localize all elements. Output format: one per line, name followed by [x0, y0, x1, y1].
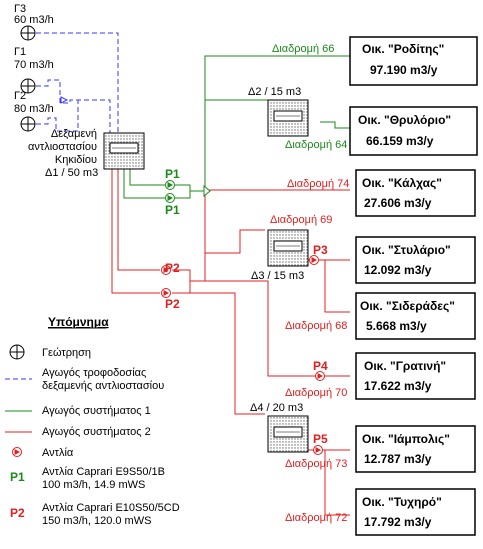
tank-d2: Δ2 / 15 m3 [248, 86, 309, 137]
tank-label: Δ4 / 20 m3 [250, 402, 303, 414]
route-label: Διαδρομή 73 [285, 458, 347, 470]
route-label: Διαδρομή 74 [287, 178, 349, 190]
settlement-box-stylario: Οικ. "Στυλάριο" 12.092 m3/y [355, 236, 476, 284]
legend-system1: Αγωγός συστήματος 1 [42, 405, 151, 417]
pump-label: P2 [165, 297, 180, 311]
settlement-name: Οικ. "Ροδίτης" [362, 42, 444, 56]
valve-icon [203, 184, 211, 198]
borehole-flow: 80 m3/h [14, 103, 54, 115]
pump-icon [165, 193, 175, 203]
route-label: Διαδρομή 72 [285, 512, 347, 524]
legend-p2-key: P2 [10, 506, 25, 520]
settlement-value: 27.606 m3/y [364, 196, 432, 210]
pump-label: P5 [313, 432, 328, 446]
settlement-box-kalchas: Οικ. "Κάλχας" 27.606 m3/y [355, 169, 476, 217]
legend-system2: Αγωγός συστήματος 2 [42, 426, 151, 438]
main-tank-label: Δεξαμενή [51, 128, 97, 140]
legend: Υπόμνημα Γεώτρηση Αγωγός τροφοδοσίας δεξ… [5, 315, 180, 527]
route-label: Διαδρομή 68 [285, 320, 347, 332]
valve-icon [60, 96, 69, 104]
settlement-name: Οικ. "Θρυλόριο" [358, 113, 451, 127]
main-tank-label: αντλιοστασίου [28, 141, 97, 153]
main-tank-d1: Δεξαμενή αντλιοστασίου Κηκιδίου Δ1 / 50 … [28, 128, 145, 179]
settlement-value: 97.190 m3/y [370, 63, 438, 77]
settlement-value: 17.622 m3/y [364, 379, 432, 393]
borehole-icon [9, 344, 25, 360]
legend-feed-2: δεξαμενής αντλιοστασίου [42, 380, 164, 392]
pump-icon [315, 371, 325, 381]
settlement-box-iampolis: Οικ. "Ιάμπολις" 12.787 m3/y [355, 425, 476, 473]
settlement-value: 17.792 m3/y [364, 515, 432, 529]
borehole-name: Γ1 [14, 46, 26, 58]
tank-d4: Δ4 / 20 m3 [250, 402, 309, 453]
main-tank-label: Κηκιδίου [55, 154, 97, 166]
legend-p1-model: Αντλία Caprari E9S50/1B [42, 466, 165, 478]
route-label: Διαδρομή 70 [285, 387, 347, 399]
settlement-name: Οικ. "Γρατινή" [364, 359, 446, 373]
settlement-value: 12.787 m3/y [364, 452, 432, 466]
settlement-box-sideradhes: Οικ. "Σιδεράδες" 5.668 m3/y [355, 292, 476, 340]
settlement-box-thrylorio: Οικ. "Θρυλόριο" 66.159 m3/y [349, 106, 478, 156]
settlement-name: Οικ. "Στυλάριο" [362, 243, 451, 257]
route-label: Διαδρομή 69 [270, 214, 332, 226]
pump-icon [309, 255, 319, 265]
borehole-flow: 70 m3/h [14, 59, 54, 71]
settlement-value: 12.092 m3/y [364, 263, 432, 277]
borehole-name: Γ3 [14, 3, 26, 15]
pump-icon [12, 447, 22, 457]
borehole-g3: Γ3 60 m3/h [14, 3, 54, 41]
pump-icon [161, 265, 171, 275]
pump-icon [165, 180, 175, 190]
system2-lines [111, 168, 350, 516]
pump-label: P3 [313, 243, 328, 257]
tank-label: Δ3 / 15 m3 [251, 270, 304, 282]
legend-p1-spec: 100 m3/h, 14.9 mWS [42, 479, 145, 491]
route-label: Διαδρομή 64 [285, 139, 347, 151]
legend-pump: Αντλία [42, 447, 74, 459]
pump-icon [161, 288, 171, 298]
route-label: Διαδρομή 66 [272, 43, 334, 55]
borehole-name: Γ2 [14, 90, 26, 102]
legend-feed-1: Αγωγός τροφοδοσίας [42, 367, 146, 379]
borehole-g1: Γ1 70 m3/h [14, 46, 54, 94]
pump-label: P4 [313, 359, 328, 373]
borehole-g2: Γ2 80 m3/h [14, 90, 54, 132]
settlement-box-gratini: Οικ. "Γρατινή" 17.622 m3/y [355, 352, 476, 400]
legend-p1-key: P1 [10, 470, 25, 484]
settlement-name: Οικ. "Κάλχας" [362, 176, 442, 190]
settlement-value: 66.159 m3/y [366, 134, 434, 148]
feed-lines [36, 32, 119, 133]
legend-borehole: Γεώτρηση [42, 347, 91, 359]
settlement-name: Οικ. "Τυχηρό" [362, 495, 442, 509]
pump-label: P1 [165, 203, 180, 217]
main-tank-capacity: Δ1 / 50 m3 [45, 167, 98, 179]
legend-title: Υπόμνημα [48, 315, 109, 329]
settlement-name: Οικ. "Ιάμπολις" [362, 432, 450, 446]
pump-label: P2 [165, 261, 180, 275]
settlement-value: 5.668 m3/y [366, 319, 427, 333]
settlement-box-roditis: Οικ. "Ροδίτης" 97.190 m3/y [349, 36, 478, 86]
settlement-box-tychero: Οικ. "Τυχηρό" 17.792 m3/y [355, 488, 476, 536]
pump-label: P1 [165, 167, 180, 181]
legend-p2-model: Αντλία Caprari E10S50/5CD [42, 502, 180, 514]
tank-label: Δ2 / 15 m3 [248, 86, 301, 98]
legend-p2-spec: 150 m3/h, 120.0 mWS [42, 515, 151, 527]
system1-lines [123, 55, 350, 199]
settlement-name: Οικ. "Σιδεράδες" [360, 299, 455, 313]
pump-icon [313, 445, 323, 455]
borehole-flow: 60 m3/h [14, 14, 54, 26]
tank-d3: Δ3 / 15 m3 [251, 229, 309, 282]
